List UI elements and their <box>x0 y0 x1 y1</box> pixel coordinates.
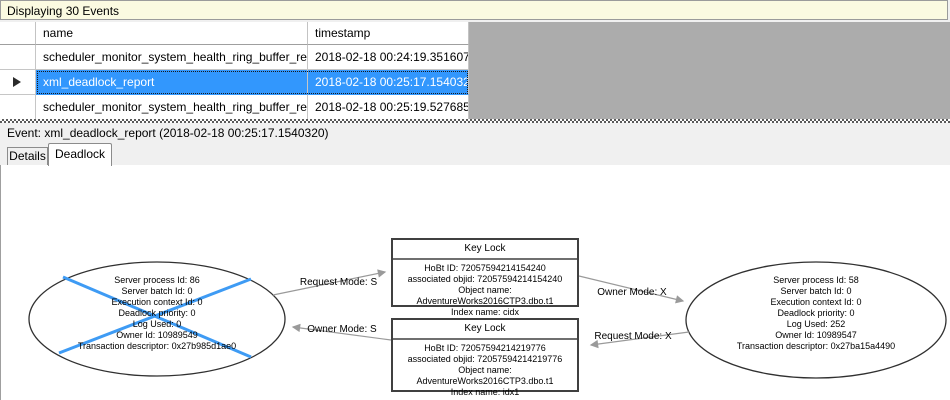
lock-line: Object name: AdventureWorks2016CTP3.dbo.… <box>416 285 554 306</box>
edge-owner-s-arrow <box>291 323 392 341</box>
row-marker-cell <box>0 70 36 95</box>
process-line: Owner Id: 10989549 <box>116 330 198 340</box>
column-header-name[interactable]: name <box>36 22 308 45</box>
lock-title: Key Lock <box>393 240 577 260</box>
cell-timestamp[interactable]: 2018-02-18 00:25:17.1540320 <box>308 70 469 95</box>
row-marker-cell <box>0 95 36 120</box>
process-line: Log Used: 252 <box>786 319 846 329</box>
process-victim-details[interactable]: Server process Id: 86 Server batch Id: 0… <box>37 275 277 352</box>
events-grid: name timestamp scheduler_monitor_system_… <box>0 22 950 120</box>
lock-line: Object name: AdventureWorks2016CTP3.dbo.… <box>416 365 554 386</box>
current-row-arrow-icon <box>13 77 21 87</box>
process-line: Transaction descriptor: 0x27b985d1ae0 <box>77 341 237 351</box>
victim-cross-line-icon <box>62 275 252 359</box>
victim-cross-line-icon <box>58 277 252 355</box>
column-header-timestamp[interactable]: timestamp <box>308 22 469 45</box>
edge-label-owner-mode-x: Owner Mode: X <box>597 287 667 298</box>
lock-line: associated objid: 72057594214154240 <box>407 274 563 284</box>
process-line: Server batch Id: 0 <box>121 286 193 296</box>
lock-title: Key Lock <box>393 320 577 340</box>
selected-event-label: Event: xml_deadlock_report (2018-02-18 0… <box>7 126 329 140</box>
deadlock-graph-canvas <box>28 261 947 379</box>
tab-deadlock[interactable]: Deadlock <box>48 143 112 166</box>
cell-timestamp[interactable]: 2018-02-18 00:25:19.5276859 <box>308 95 469 120</box>
key-lock-node-idx1[interactable]: Key Lock HoBt ID: 72057594214219776 asso… <box>391 318 579 397</box>
process-node-ellipse[interactable] <box>685 261 947 379</box>
process-line: Log Used: 0 <box>132 319 182 329</box>
cell-name[interactable]: scheduler_monitor_system_health_ring_buf… <box>36 45 308 70</box>
deadlock-graph-pane: Server process Id: 86 Server batch Id: 0… <box>0 165 950 400</box>
process-line: Execution context Id: 0 <box>111 297 203 307</box>
cell-timestamp[interactable]: 2018-02-18 00:24:19.3516078 <box>308 45 469 70</box>
edge-label-request-mode-s: Request Mode: S <box>299 277 378 288</box>
cell-name[interactable]: xml_deadlock_report <box>36 70 308 95</box>
key-lock-node-cidx[interactable]: Key Lock HoBt ID: 72057594214154240 asso… <box>391 238 579 317</box>
process-details[interactable]: Server process Id: 58 Server batch Id: 0… <box>696 275 936 352</box>
events-count-banner: Displaying 30 Events <box>0 0 948 20</box>
grid-splitter-handle[interactable] <box>0 119 950 123</box>
process-line: Transaction descriptor: 0x27ba15a4490 <box>736 341 896 351</box>
row-marker-cell <box>0 45 36 70</box>
process-line: Owner Id: 10989547 <box>775 330 857 340</box>
edge-label-owner-mode-s: Owner Mode: S <box>307 324 377 335</box>
process-line: Server batch Id: 0 <box>780 286 852 296</box>
lock-line: associated objid: 72057594214219776 <box>407 354 563 364</box>
grid-corner-cell <box>0 22 36 45</box>
edge-request-s-arrow <box>272 269 387 296</box>
process-line: Deadlock priority: 0 <box>118 308 196 318</box>
process-line: Execution context Id: 0 <box>770 297 862 307</box>
cell-name[interactable]: scheduler_monitor_system_health_ring_buf… <box>36 95 308 120</box>
tab-details[interactable]: Details <box>7 147 48 165</box>
events-count-label: Displaying 30 Events <box>7 4 120 18</box>
selected-event-caption: Event: xml_deadlock_report (2018-02-18 0… <box>0 123 950 143</box>
process-line: Server process Id: 58 <box>773 275 859 285</box>
lock-line: Index name: cidx <box>450 307 520 317</box>
lock-line: HoBt ID: 72057594214219776 <box>424 343 546 353</box>
lock-line: HoBt ID: 72057594214154240 <box>424 263 546 273</box>
edge-owner-x-arrow <box>578 275 685 304</box>
lock-line: Index name: idx1 <box>450 387 520 397</box>
edge-request-x-arrow <box>589 331 690 349</box>
process-line: Deadlock priority: 0 <box>777 308 855 318</box>
edge-label-request-mode-x: Request Mode: X <box>594 331 672 342</box>
process-line: Server process Id: 86 <box>114 275 200 285</box>
tab-strip: Details Deadlock <box>0 143 950 166</box>
